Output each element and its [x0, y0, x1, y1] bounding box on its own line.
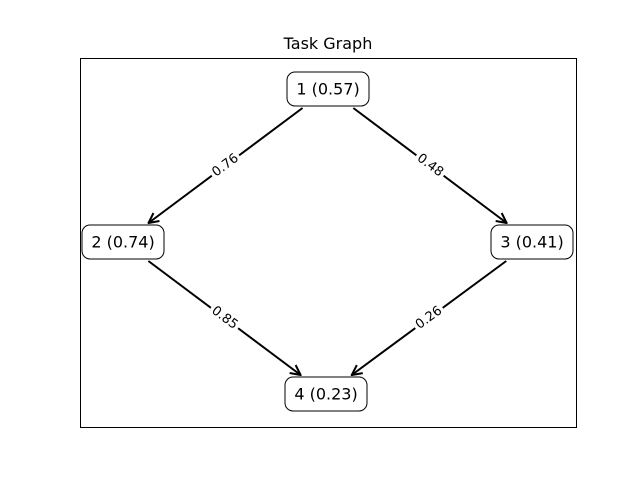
- node-label: 3 (0.41): [500, 233, 563, 252]
- plot-frame: [80, 58, 577, 428]
- edge-label-background: [206, 148, 245, 183]
- node-4: 4 (0.23): [284, 376, 368, 412]
- node-3: 3 (0.41): [490, 224, 574, 260]
- node-box: [490, 224, 574, 260]
- figure-title: Task Graph: [283, 34, 373, 53]
- edge-label-background: [410, 148, 450, 183]
- node-2: 2 (0.74): [81, 224, 165, 260]
- node-1: 1 (0.57): [286, 71, 370, 107]
- node-box: [81, 224, 165, 260]
- node-label: 4 (0.23): [294, 385, 357, 404]
- node-box: [286, 71, 370, 107]
- nodes-layer: 1 (0.57) 2 (0.74) 3 (0.41) 4 (0.23): [81, 71, 574, 412]
- node-label: 2 (0.74): [91, 233, 154, 252]
- edge-label-background: [205, 300, 244, 336]
- node-box: [284, 376, 368, 412]
- node-label: 1 (0.57): [296, 80, 359, 99]
- edge-label-background: [409, 300, 449, 336]
